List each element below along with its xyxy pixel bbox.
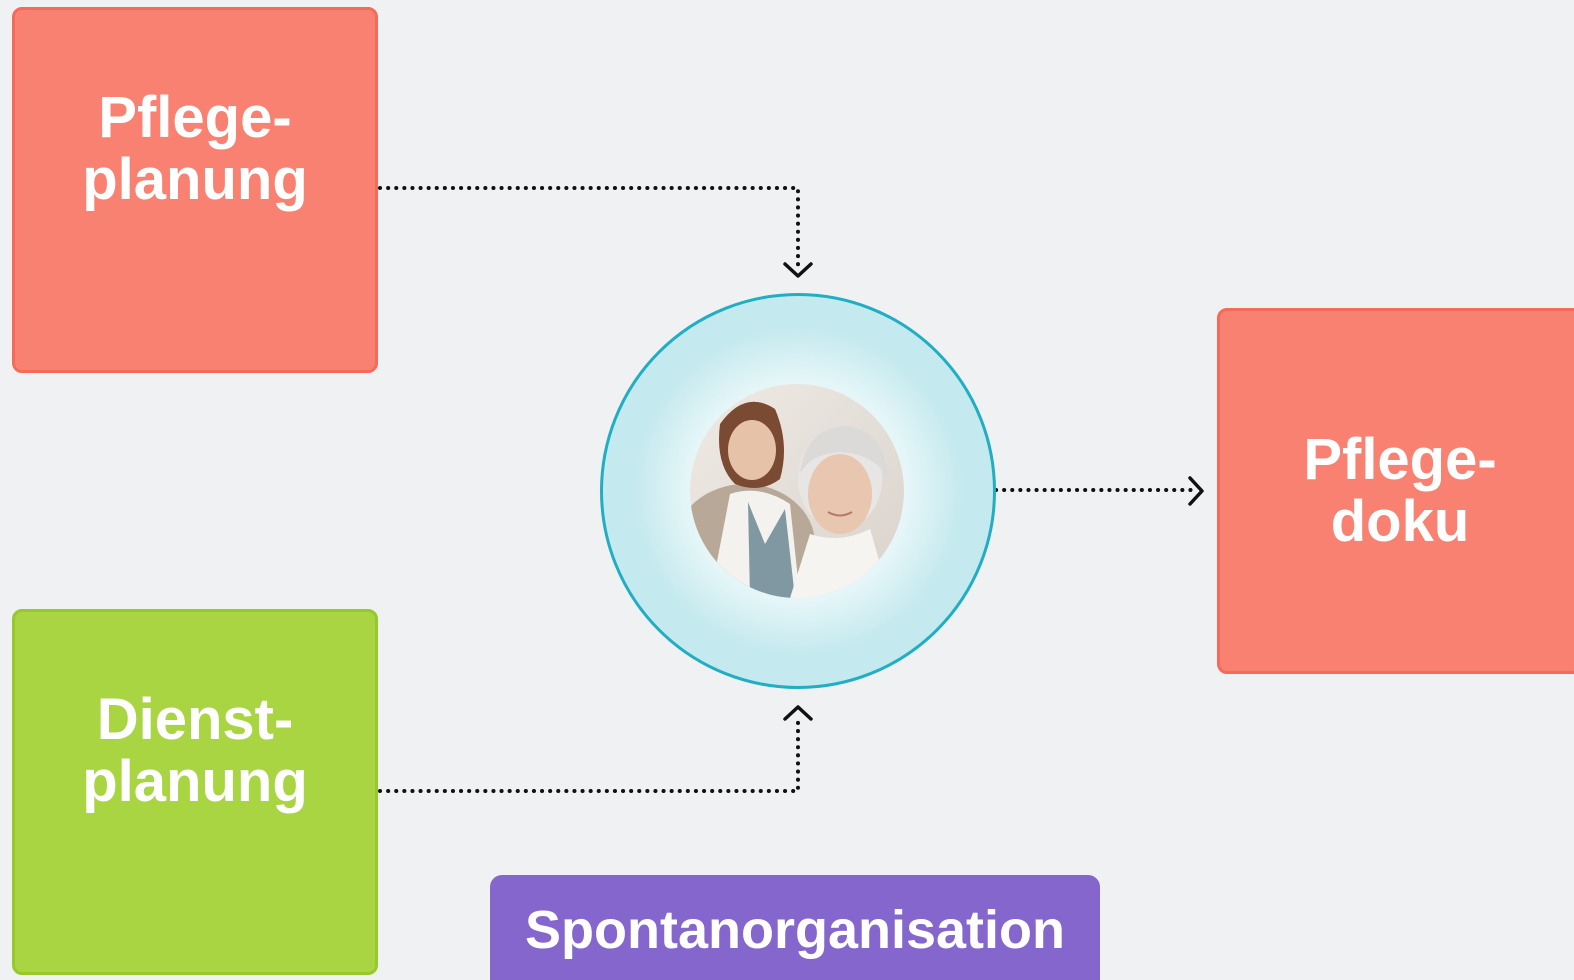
pflegedoku-label-line-1: Pflege- (1303, 427, 1497, 492)
pflegeplanung-box: Pflege- planung (12, 7, 378, 373)
caregiver-with-senior-photo-icon (690, 384, 904, 598)
dienstplanung-label-line-1: Dienst- (96, 687, 294, 752)
arrowhead-right-icon (1188, 476, 1204, 506)
pflegedoku-label-line-2: doku (1330, 489, 1470, 554)
dienstplanung-box: Dienst- planung (12, 609, 378, 975)
pflegedoku-box: Pflege- doku (1217, 308, 1574, 674)
dienstplanung-label-line-2: planung (82, 749, 308, 814)
pflegeplanung-label-line-2: planung (82, 147, 308, 212)
pflegeplanung-label: Pflege- planung (82, 87, 308, 211)
spontanorganisation-label: Spontanorganisation (490, 875, 1100, 980)
arrowhead-up-icon (783, 705, 813, 721)
pflegedoku-label: Pflege- doku (1303, 429, 1496, 553)
dienstplanung-label: Dienst- planung (82, 689, 308, 813)
pflegeplanung-label-line-1: Pflege- (98, 85, 292, 150)
arrowhead-down-icon (783, 262, 813, 278)
connector-pflegeplanung-to-center (378, 186, 800, 270)
connector-dienstplanung-to-center (378, 714, 800, 793)
